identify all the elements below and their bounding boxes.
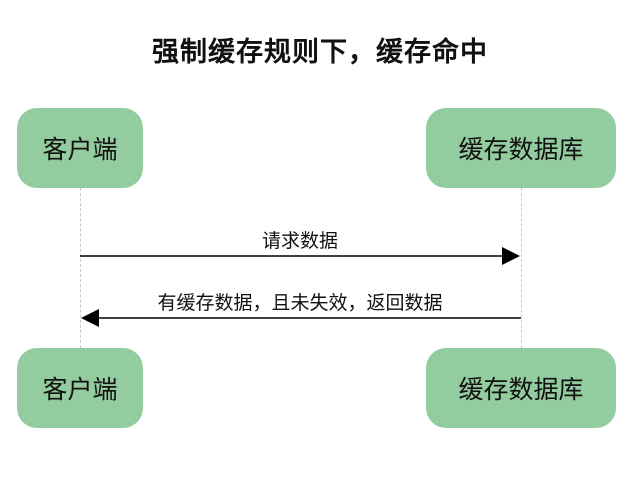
- cache-db-label: 缓存数据库: [458, 135, 584, 164]
- client-label: 客户端: [42, 375, 118, 404]
- client-lifeline: [80, 188, 81, 348]
- request-label: 请求数据: [261, 230, 338, 252]
- cache-db-lifeline: [521, 188, 522, 348]
- client-label: 客户端: [42, 135, 118, 164]
- cache-db-node-bottom: 缓存数据库: [426, 348, 616, 428]
- response-arrow: [81, 309, 521, 327]
- diagram-title: 强制缓存规则下，缓存命中: [152, 37, 488, 68]
- client-node-top: 客户端: [17, 108, 143, 188]
- cache-db-node-top: 缓存数据库: [426, 108, 616, 188]
- request-arrow: [80, 247, 520, 265]
- response-label: 有缓存数据，且未失效，返回数据: [157, 292, 443, 314]
- cache-db-label: 缓存数据库: [458, 375, 584, 404]
- client-node-bottom: 客户端: [17, 348, 143, 428]
